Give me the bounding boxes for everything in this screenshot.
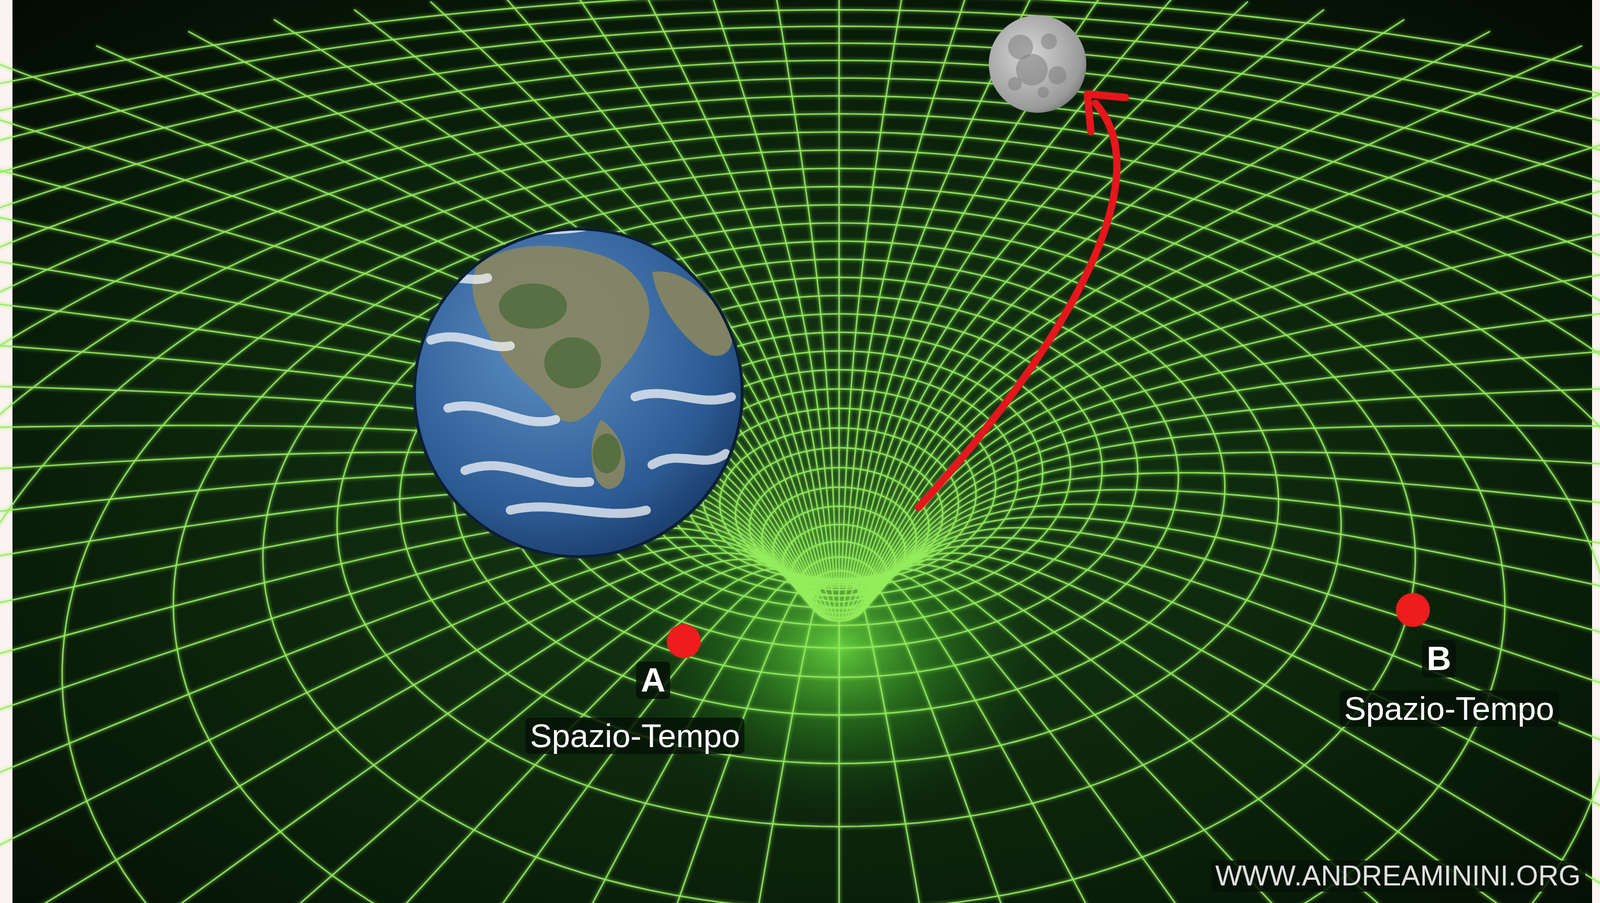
earth (412, 226, 744, 559)
grid-line (0, 26, 1600, 802)
grid-line (0, 564, 826, 903)
cloud (487, 226, 584, 239)
event-point (666, 624, 701, 659)
grid-line (856, 553, 1600, 903)
grid-line (0, 78, 1600, 903)
point-caption: Spazio-Tempo (525, 717, 746, 755)
earth-rim (412, 227, 744, 559)
grid-line (848, 0, 1106, 584)
grid-line (0, 575, 833, 903)
grid-line (849, 0, 1175, 585)
cloud (510, 506, 647, 514)
grid-line (864, 489, 1600, 853)
grid-line (865, 425, 1600, 604)
moon (988, 15, 1087, 113)
grid-line (853, 9, 1324, 587)
grid-line (0, 178, 814, 597)
grid-line (838, 0, 841, 583)
grid-line (856, 19, 1405, 587)
grid-line (0, 132, 1600, 903)
earth-outline (415, 229, 742, 557)
orbit-arrow (918, 103, 1117, 508)
vegetation (544, 337, 601, 389)
grid-line (0, 62, 818, 591)
grid-line (440, 578, 837, 903)
grid-line (865, 452, 1600, 605)
grid-line (862, 517, 1600, 903)
grid-line (848, 572, 1600, 903)
grid-line (0, 150, 1600, 903)
grid-line (860, 62, 1600, 591)
crater (1008, 77, 1022, 91)
grid-line (0, 109, 816, 594)
point-letter: A (636, 661, 670, 700)
vegetation (498, 283, 567, 329)
crater (1048, 66, 1067, 85)
vegetation (592, 433, 621, 474)
continent (472, 246, 650, 423)
moon-disc (988, 15, 1087, 113)
grid-line (838, 578, 841, 903)
point-caption: Spazio-Tempo (1339, 690, 1560, 727)
grid-line (0, 572, 831, 903)
grid-line (0, 95, 1600, 903)
grid-line (860, 537, 1600, 903)
crater (1040, 33, 1057, 50)
cloud (652, 453, 726, 465)
grid-line (843, 577, 1600, 903)
cloud (635, 393, 732, 401)
grid-line (861, 527, 1600, 903)
cloud (430, 336, 511, 347)
grid-line (852, 1, 1248, 586)
earth-ocean (415, 229, 742, 557)
page-margin (1592, 0, 1600, 903)
grid-line (0, 43, 1600, 903)
watermark: WWW.ANDREAMININI.ORG (1211, 860, 1586, 892)
arrow-head (1087, 94, 1126, 132)
grid-line (0, 537, 819, 903)
event-point (1395, 593, 1430, 628)
grid-line (864, 178, 1600, 597)
grid-line (0, 227, 814, 599)
grid-line (854, 559, 1600, 903)
cloud (447, 405, 556, 422)
grid-line (0, 545, 820, 903)
grid-line (0, 489, 815, 853)
earth-land (430, 226, 733, 514)
grid-line (0, 504, 815, 903)
grid-line (857, 31, 1491, 588)
grid-line (96, 45, 820, 590)
grid-line (78, 577, 835, 903)
grid-line (188, 31, 821, 588)
grid-line (858, 545, 1600, 903)
grid-line (0, 517, 816, 903)
grid-line (841, 578, 1238, 903)
grid-line (0, 569, 828, 903)
grid-line (0, 553, 822, 903)
grid-line (863, 504, 1600, 903)
grid-line (843, 0, 971, 583)
grid-line (865, 472, 1600, 731)
grid-line (841, 0, 905, 583)
grid-line (273, 19, 823, 587)
grid-line (852, 564, 1600, 903)
crater (1037, 86, 1049, 99)
grid-line (354, 9, 825, 587)
grid-line (861, 83, 1600, 592)
grid-line (865, 227, 1600, 599)
grid-line (0, 0, 1600, 585)
grid-line (850, 569, 1600, 903)
grid-line (0, 559, 824, 903)
grid-line (858, 45, 1582, 590)
point-letter: B (1421, 640, 1456, 678)
cloud (669, 248, 721, 267)
continent (591, 419, 625, 490)
cloud (464, 466, 590, 484)
grid-line (0, 140, 815, 596)
